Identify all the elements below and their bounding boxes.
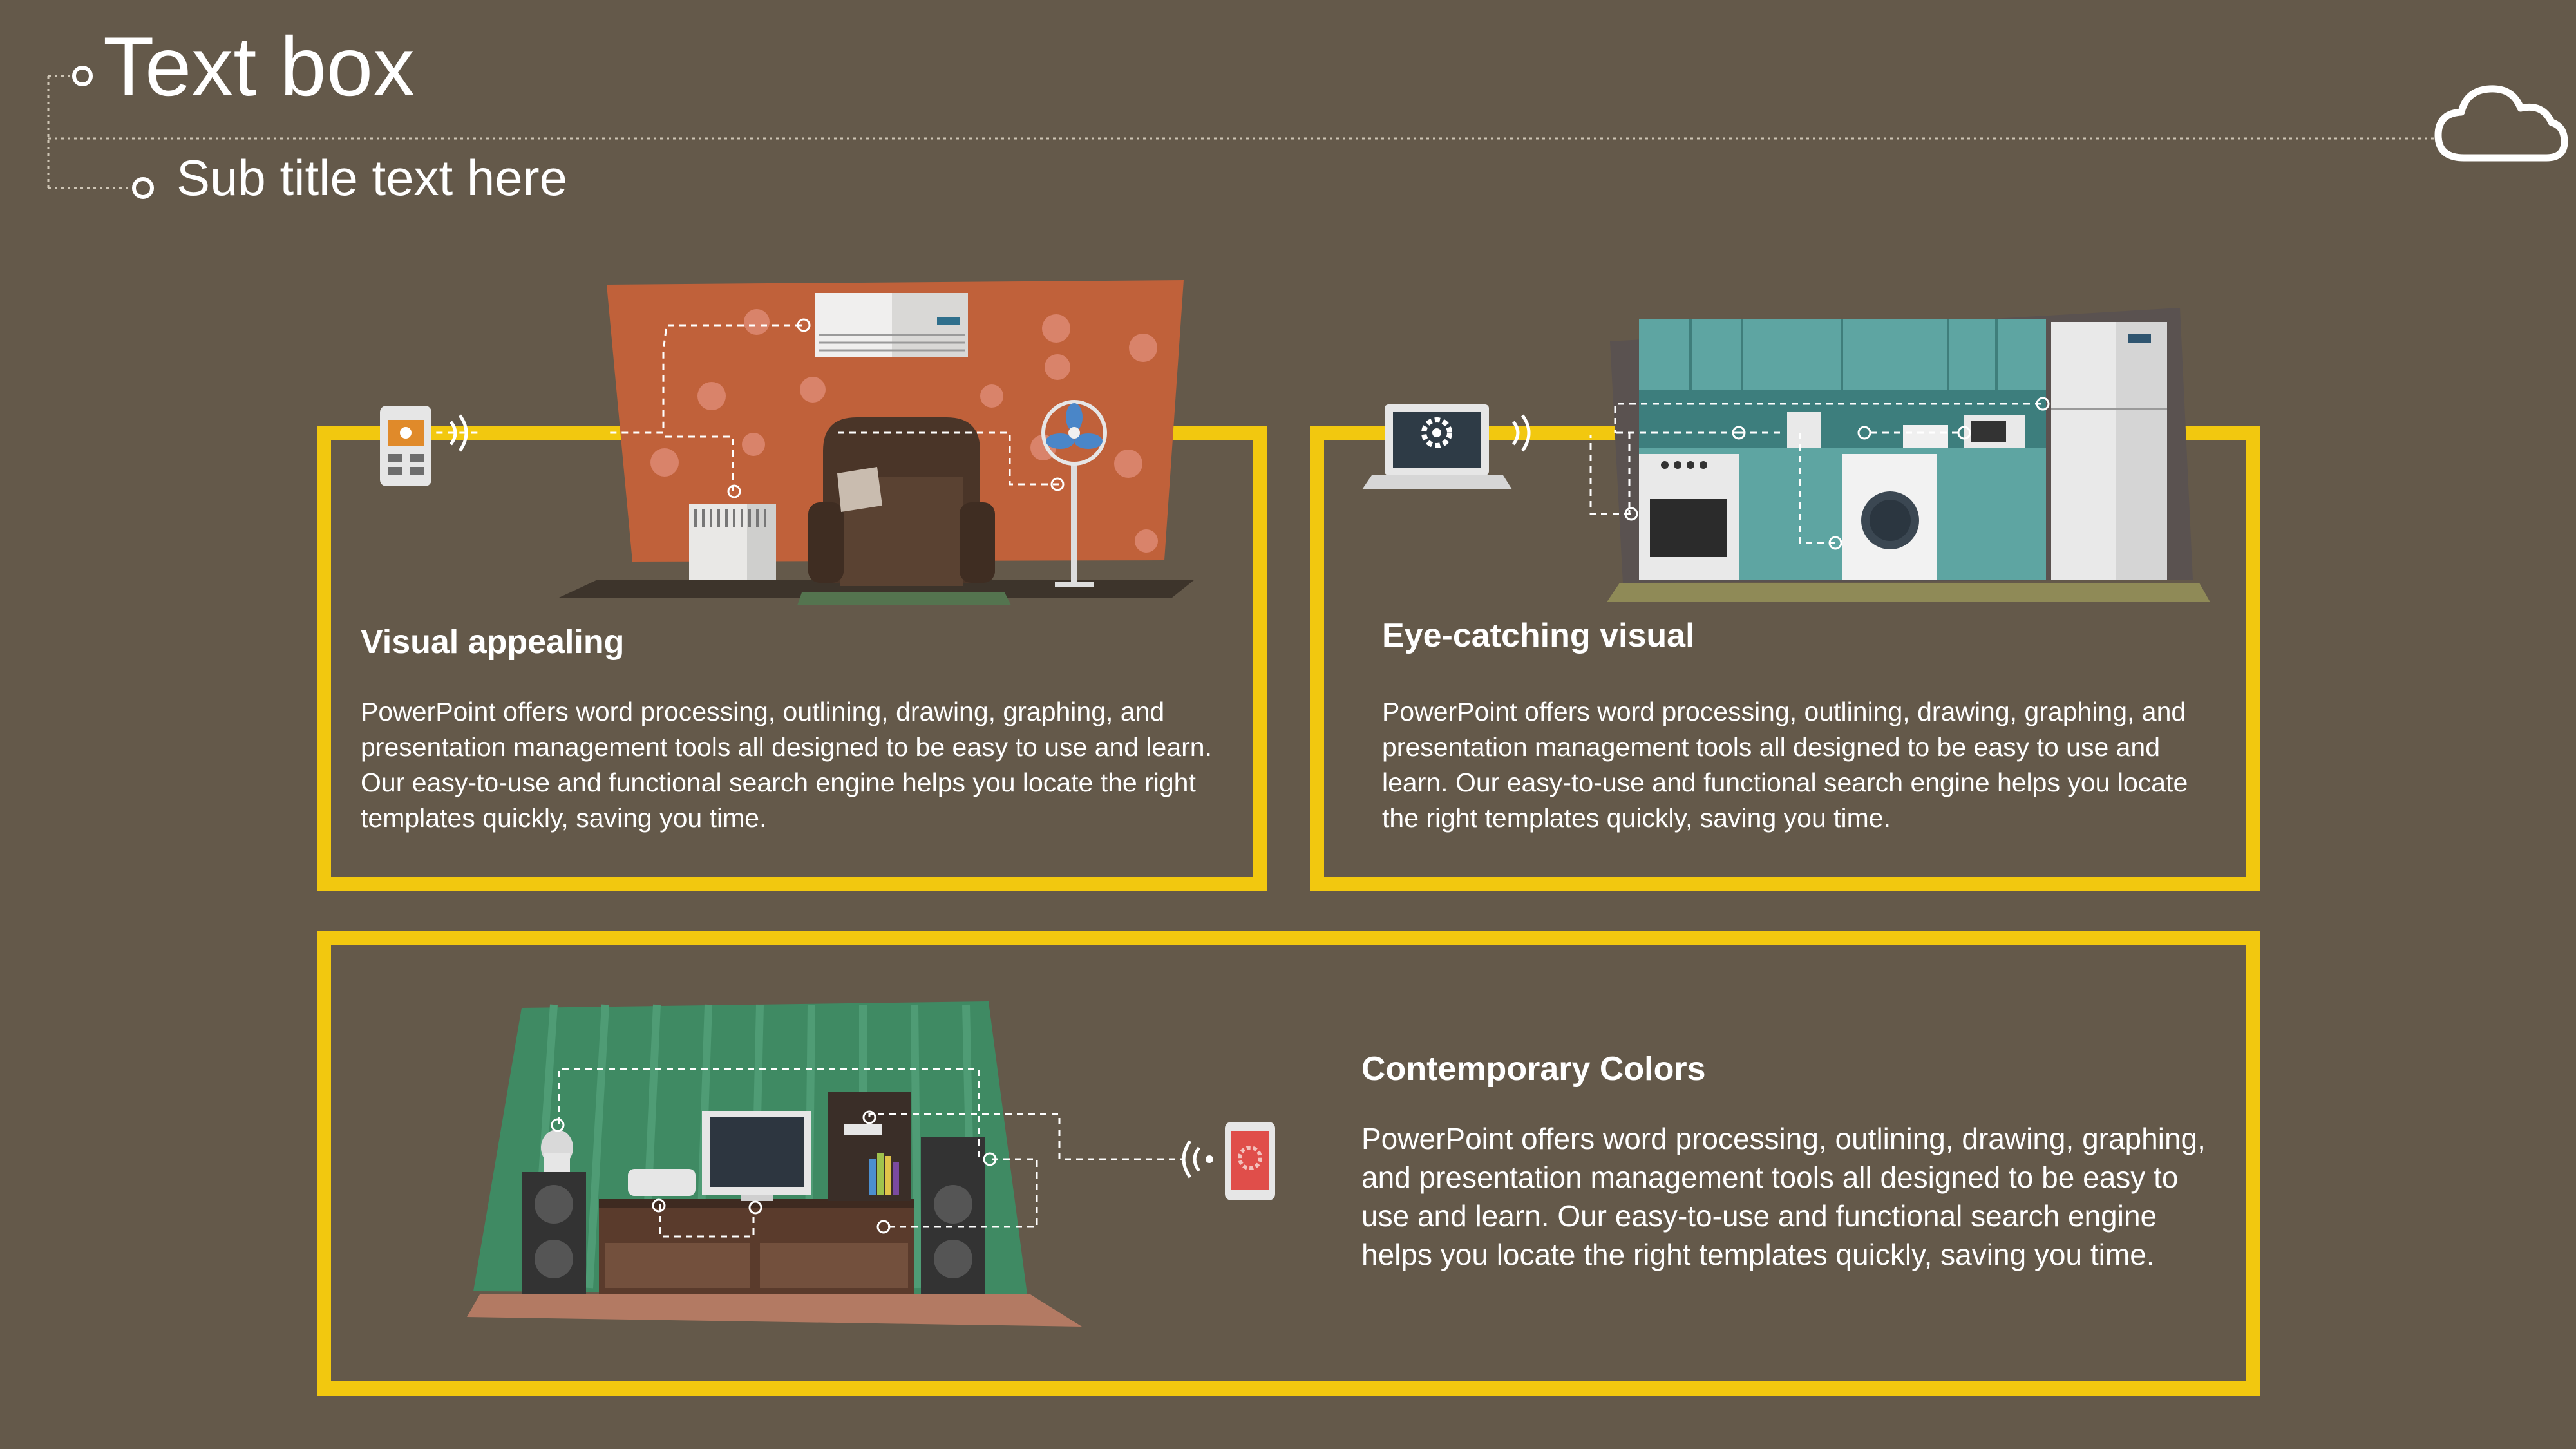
thermostat-remote-icon [380,406,468,486]
laptop-icon [1362,404,1531,489]
card-title-3: Contemporary Colors [1361,1050,1706,1088]
card-title-1: Visual appealing [361,623,625,661]
cloud-icon [2434,85,2568,162]
card-body-2: PowerPoint offers word processing, outli… [1382,697,2188,833]
card-title-2: Eye-catching visual [1382,617,1695,654]
card-frame-1 [317,426,1267,891]
card-body-3: PowerPoint offers word processing, outli… [1361,1122,2206,1271]
page-title: Text box [103,19,415,113]
card-body-1: PowerPoint offers word processing, outli… [361,697,1212,833]
title-bullet [72,66,93,86]
smartphone-icon [1182,1122,1275,1200]
subtitle-bullet [132,177,154,199]
card-frame-3 [317,931,2260,1396]
page-subtitle: Sub title text here [176,149,568,206]
